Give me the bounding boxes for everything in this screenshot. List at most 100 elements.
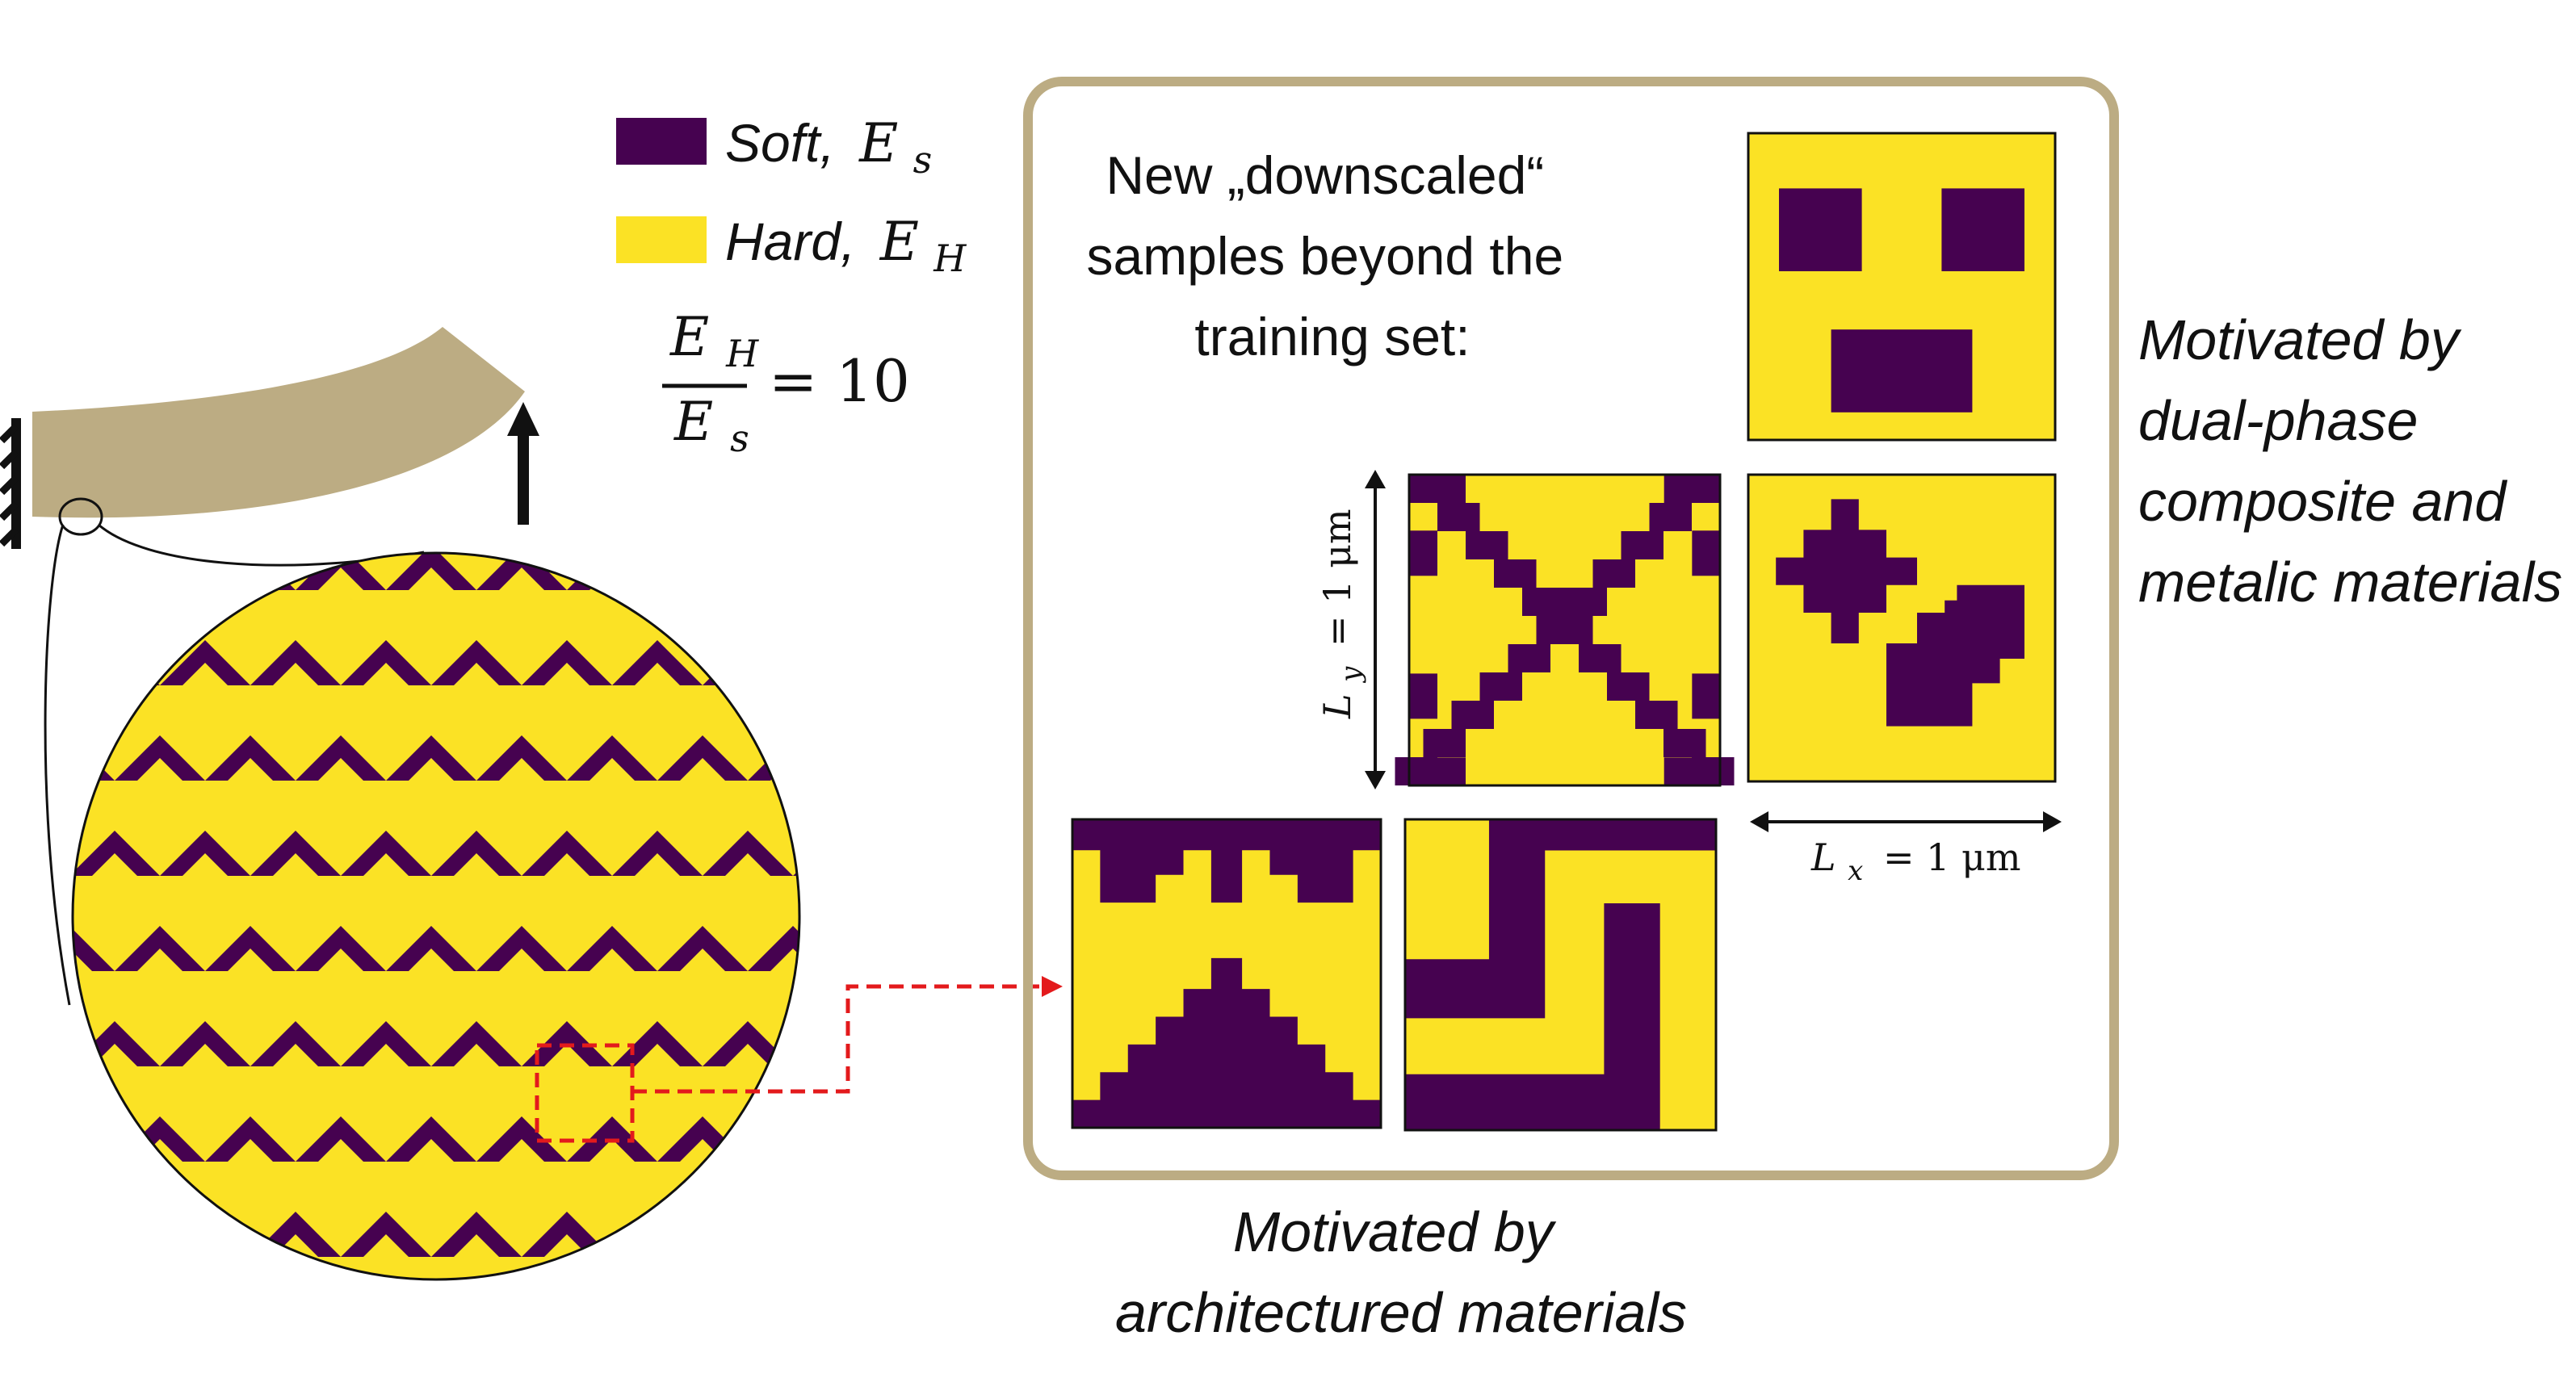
chevron-cell [838,1307,929,1352]
hard-symbol: E [879,211,919,273]
soft-swatch [616,118,707,165]
panel-heading-line-1: New „downscaled“ [1105,145,1544,205]
soft-region [1579,644,1622,672]
chevron-cell [883,640,974,685]
chevron-cell [612,1021,703,1066]
ly-subscript: y [1335,666,1367,684]
soft-region [1072,957,1381,1128]
chevron-cell [0,1212,69,1257]
chevron-cell [612,640,703,685]
soft-region [1592,559,1635,588]
cantilever-beam-icon [32,327,525,518]
lx-value: = 1 μm [1883,835,2021,879]
caption-architectured: Motivated by architectured materials [1115,1200,1687,1344]
panel-heading-line-3: training set: [1194,307,1470,366]
chevron-cell [793,1212,799,1257]
chevron-cell [386,553,476,590]
hard-swatch [616,216,707,263]
chevron-cell [657,553,748,590]
soft-region [1663,757,1721,786]
soft-region [1663,729,1706,757]
chevron-cell [73,553,115,590]
ly-dimension: L y = 1 μm [1315,470,1386,789]
chevron-cell [883,1212,974,1257]
chevron-cell [296,926,386,971]
soft-region [1437,503,1480,531]
chevron-cell [0,831,69,876]
ratio-numerator: E [669,306,709,368]
chevron-cell [793,831,799,876]
chevron-cell [431,450,522,495]
caption-right-line-3: composite and [2138,470,2507,533]
chevron-cell [703,640,793,685]
chevron-cell [657,735,748,781]
soft-region [1451,701,1494,729]
chevron-cell [0,545,24,590]
caption-bottom-line-1: Motivated by [1233,1200,1557,1263]
chevron-cell [793,450,883,495]
soft-region [1692,530,1721,576]
panel-heading: New „downscaled“ samples beyond the trai… [1086,145,1578,366]
chevron-cell [703,831,793,876]
chevron-cell [0,1307,24,1352]
chevron-cell [657,1307,748,1352]
chevron-cell [522,831,612,876]
soft-region [1886,584,2024,727]
chevron-cell [612,831,703,876]
highlight-connector [535,976,1063,1143]
chevron-cell [476,1116,567,1162]
chevron-cell [341,1021,431,1066]
chevron-cell [73,1116,115,1162]
sample-grids [1071,132,2057,1132]
chevron-cell [205,1307,296,1352]
chevron-cell [73,831,160,876]
sample-x-cross [1395,473,1735,787]
lx-label: L [1810,835,1836,879]
lx-subscript: x [1848,855,1863,887]
chevron-cell [341,1212,431,1257]
chevron-cell [748,1116,799,1162]
chevron-cell [612,450,703,495]
fixed-support-icon [0,418,21,549]
svg-text:L x = 1 μm: L x = 1 μm [1810,835,2021,889]
chevron-cell [250,831,341,876]
caption-right-line-4: metalic materials [2138,551,2562,614]
chevron-cell [160,831,250,876]
chevron-cell [838,926,929,971]
sample-l-shapes [1403,818,1718,1132]
hard-label: Hard, [725,211,855,271]
chevron-cell [386,1116,476,1162]
caption-right-line-2: dual-phase [2138,389,2418,452]
chevron-cell [0,1116,24,1162]
soft-region [1409,475,1466,503]
chevron-cell [748,1307,838,1352]
chevron-cell [73,926,115,971]
soft-region [1409,530,1437,576]
legend: Soft, E s Hard, E H E H E s = 10 [616,112,967,460]
chevron-cell [160,640,250,685]
ratio-numerator-sub: H [725,332,759,375]
chevron-cell [883,1021,974,1066]
chevron-cell [115,735,205,781]
soft-region [1405,902,1660,1130]
chevron-cell [205,553,296,590]
chevron-cell [567,1307,657,1352]
svg-text:Hard, E H: Hard, E H [725,211,967,280]
sample-face [1747,132,2057,442]
chevron-cell [386,735,476,781]
soft-region [1831,329,1973,413]
chevron-cell [0,926,24,971]
samples-panel [1023,77,2119,1180]
chevron-cell [748,553,799,590]
ratio-denominator: E [673,391,713,453]
chevron-cell [748,926,799,971]
soft-region [1692,673,1721,719]
soft-region [1522,588,1565,616]
chevron-cell [296,1307,386,1352]
soft-region [1494,559,1537,588]
chevron-cell [341,831,431,876]
chevron-cell [386,926,476,971]
soft-subscript: s [913,138,933,182]
svg-text:L y = 1 μm: L y = 1 μm [1315,509,1369,719]
soft-region [1621,531,1663,559]
